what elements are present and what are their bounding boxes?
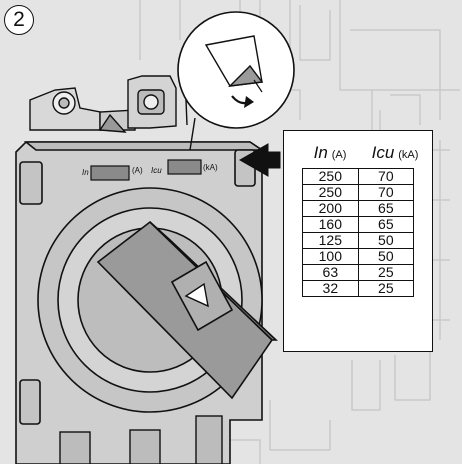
icu-value: 65 — [357, 216, 415, 233]
in-value: 250 — [302, 184, 359, 201]
in-value: 250 — [302, 168, 359, 185]
in-value: 63 — [302, 264, 359, 281]
icu-value: 25 — [357, 280, 415, 297]
header-icu: Icu (kA) — [371, 143, 419, 162]
header-in: In (A) — [313, 143, 347, 162]
in-unit-label: (A) — [132, 166, 143, 175]
sticker-peel-icon — [204, 35, 264, 108]
in-value: 125 — [302, 232, 359, 249]
icu-value: 25 — [357, 264, 415, 281]
icu-unit-label: (kA) — [203, 163, 218, 172]
triangle-icon — [184, 282, 209, 308]
bottom-terminals — [59, 415, 223, 464]
in-slot-label: In — [82, 168, 89, 177]
device-top-clips — [29, 75, 177, 133]
icu-value: 70 — [357, 184, 415, 201]
in-value: 160 — [302, 216, 359, 233]
icu-value: 65 — [357, 200, 415, 217]
in-value: 32 — [302, 280, 359, 297]
rating-header: In (A) Icu (kA) — [284, 143, 434, 165]
in-value: 100 — [302, 248, 359, 265]
icu-value: 50 — [357, 232, 415, 249]
insertion-arrow-icon — [238, 143, 281, 177]
in-value: 200 — [302, 200, 359, 217]
step-number: 2 — [4, 5, 34, 35]
icu-value: 50 — [357, 248, 415, 265]
label-slots — [90, 159, 202, 181]
icu-slot-label: Icu — [151, 166, 162, 175]
icu-value: 70 — [357, 168, 415, 185]
